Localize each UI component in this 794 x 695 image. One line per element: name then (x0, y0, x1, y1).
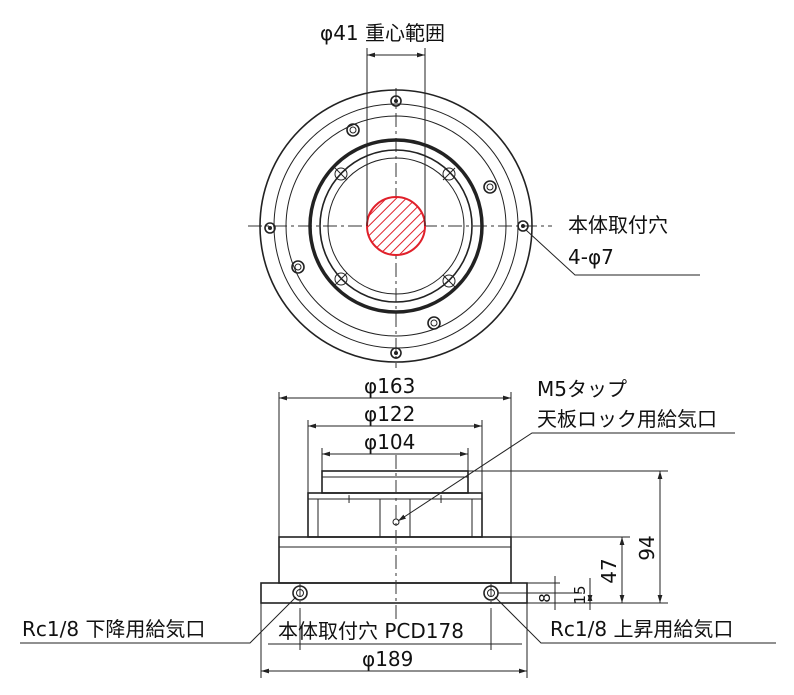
dim-8-label: 8 (536, 593, 554, 603)
top-plate-outer-circle (308, 138, 484, 314)
dim-163-label: φ163 (364, 374, 415, 398)
cap-screws (291, 123, 497, 330)
dim-189-label: φ189 (362, 647, 413, 671)
inner-holes (334, 167, 456, 288)
port-upper-label: Rc1/8 上昇用給気口 (550, 617, 733, 641)
lower-port-leader (20, 596, 297, 644)
mount-hole-label-line2: 4-φ7 (568, 245, 614, 269)
mounting-holes (264, 95, 529, 359)
body-circle (285, 115, 507, 337)
outer-flange-circle (259, 89, 533, 363)
cog-range-area (366, 196, 426, 256)
mount-hole-leader (525, 229, 700, 276)
m5-leader (397, 432, 735, 522)
dim-15-label: 15 (571, 585, 589, 604)
port-lower-label: Rc1/8 下降用給気口 (22, 617, 205, 641)
m5-label-line1: M5タップ (537, 377, 627, 401)
mount-hole-label-line1: 本体取付穴 (568, 213, 668, 237)
dim-122-label: φ122 (364, 402, 415, 426)
dim-47-label: 47 (597, 558, 621, 583)
lock-block (379, 498, 411, 538)
svg-text:+: + (436, 492, 446, 506)
side-view: + + φ163 φ122 φ104 M5タップ 天板ロック用給気口 (20, 374, 776, 678)
top-view: φ41 重心範囲 本体取付穴 4-φ7 (248, 21, 700, 368)
inner-circle (327, 157, 465, 295)
pcd-label: 本体取付穴 PCD178 (278, 619, 464, 643)
main-body (278, 536, 512, 584)
top-plate (321, 470, 469, 494)
upper-body (307, 492, 483, 538)
upper-port-leader (494, 596, 776, 644)
svg-text:+: + (344, 492, 354, 506)
top-plate-inner-circle (319, 149, 473, 303)
m5-label-line2: 天板ロック用給気口 (537, 407, 717, 431)
dim-94-label: 94 (635, 535, 659, 560)
dim-104-label: φ104 (364, 430, 415, 454)
lower-air-port (292, 585, 308, 601)
cog-range-label: φ41 重心範囲 (320, 21, 445, 45)
